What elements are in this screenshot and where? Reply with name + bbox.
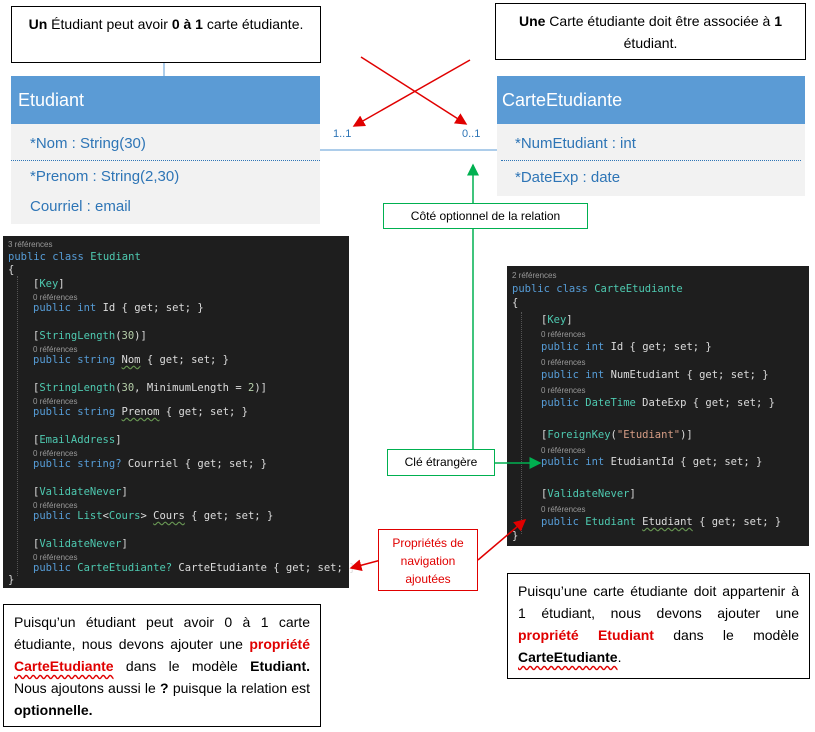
attr-stringlength: [StringLength(30)] <box>33 330 147 342</box>
entity-carte-separator <box>501 160 801 161</box>
label-optional-side: Côté optionnel de la relation <box>383 203 588 229</box>
attr-emailaddress: [EmailAddress] <box>33 434 122 446</box>
attr-validatenever: [ValidateNever] <box>541 488 636 500</box>
prop-id: public int Id { get; set; } <box>33 302 204 314</box>
red-arrow-nav-left <box>349 559 382 572</box>
attr-validatenever: [ValidateNever] <box>33 538 128 550</box>
entity-carte-title: CarteEtudiante <box>497 76 805 124</box>
prop-id: public int Id { get; set; } <box>541 341 712 353</box>
refs-count: 3 références <box>8 240 53 249</box>
attr-foreignkey: [ForeignKey("Etudiant")] <box>541 429 693 441</box>
class-declaration: public class CarteEtudiante <box>512 283 683 295</box>
entity-carte-etudiante: CarteEtudiante *NumEtudiant : int *DateE… <box>497 76 805 196</box>
red-arrow-to-left-multiplicity <box>352 59 471 127</box>
refs-zero: 0 références <box>541 358 586 367</box>
prop-carteetudiante: public CarteEtudiante? CarteEtudiante { … <box>33 562 356 574</box>
label-foreign-key: Clé étrangère <box>387 449 495 476</box>
refs-zero: 0 références <box>33 553 78 562</box>
attr-courriel: Courriel : email <box>30 198 131 215</box>
attr-nom: *Nom : String(30) <box>30 135 146 152</box>
indent-guide <box>17 276 18 576</box>
open-brace: { <box>8 264 15 276</box>
prop-courriel: public string? Courriel { get; set; } <box>33 458 267 470</box>
refs-zero: 0 références <box>541 505 586 514</box>
prop-dateexp: public DateTime DateExp { get; set; } <box>541 397 775 409</box>
entity-etudiant: Etudiant *Nom : String(30) *Prenom : Str… <box>11 76 320 224</box>
refs-zero: 0 références <box>33 501 78 510</box>
entity-etudiant-separator <box>11 160 320 161</box>
refs-zero: 0 références <box>33 397 78 406</box>
code-carte-etudiante: 2 références public class CarteEtudiante… <box>507 266 809 546</box>
open-brace: { <box>512 297 519 309</box>
prop-etudiantid: public int EtudiantId { get; set; } <box>541 456 763 468</box>
prop-prenom: public string Prenom { get; set; } <box>33 406 248 418</box>
attr-key: [Key] <box>541 314 573 326</box>
refs-zero: 0 références <box>541 386 586 395</box>
refs-zero: 0 références <box>33 293 78 302</box>
note-bottom-left: Puisqu’un étudiant peut avoir 0 à 1 cart… <box>3 604 321 727</box>
code-etudiant: 3 références public class Etudiant { [Ke… <box>3 236 355 588</box>
close-brace: } <box>512 530 519 542</box>
class-declaration: public class Etudiant <box>8 251 141 263</box>
attr-prenom: *Prenom : String(2,30) <box>30 168 180 185</box>
refs-zero: 0 références <box>541 446 586 455</box>
note-top-right: Une Carte étudiante doit être associée à… <box>495 3 806 60</box>
close-brace: } <box>8 574 15 586</box>
note-top-left: Un Étudiant peut avoir 0 à 1 carte étudi… <box>11 6 321 63</box>
attr-validatenever: [ValidateNever] <box>33 486 128 498</box>
refs-count: 2 références <box>512 271 557 280</box>
red-arrow-to-right-multiplicity <box>360 56 468 125</box>
prop-cours: public List<Cours> Cours { get; set; } <box>33 510 274 522</box>
attr-dateexp: *DateExp : date <box>515 169 621 186</box>
attr-key: [Key] <box>33 278 65 290</box>
prop-nom: public string Nom { get; set; } <box>33 354 230 366</box>
prop-numetudiant: public int NumEtudiant { get; set; } <box>541 369 769 381</box>
refs-zero: 0 références <box>33 449 78 458</box>
refs-zero: 0 références <box>541 330 586 339</box>
multiplicity-right: 0..1 <box>462 128 481 140</box>
multiplicity-left: 1..1 <box>333 128 352 140</box>
label-navigation-properties: Propriétés de navigation ajoutées <box>378 529 478 591</box>
attr-stringlength-min: [StringLength(30, MinimumLength = 2)] <box>33 382 267 394</box>
refs-zero: 0 références <box>33 345 78 354</box>
attr-numetudiant: *NumEtudiant : int <box>515 135 636 152</box>
indent-guide <box>521 312 522 534</box>
note-bottom-right: Puisqu’une carte étudiante doit apparten… <box>507 573 810 679</box>
prop-etudiant: public Etudiant Etudiant { get; set; } <box>541 516 782 528</box>
entity-etudiant-title: Etudiant <box>11 76 320 124</box>
